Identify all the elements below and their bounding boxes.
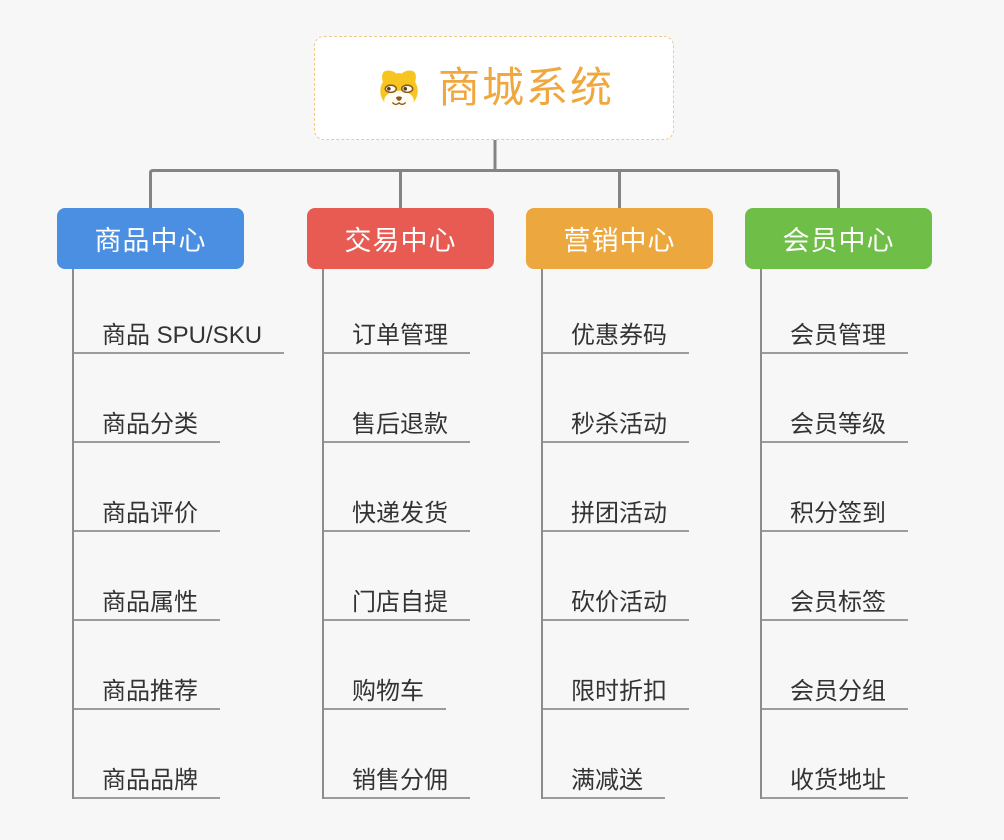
list-item[interactable]: 销售分佣 [324, 761, 470, 799]
branch-header-member-center[interactable]: 会员中心 [745, 208, 932, 269]
branch-header-product-center[interactable]: 商品中心 [57, 208, 244, 269]
list-item[interactable]: 拼团活动 [543, 494, 689, 532]
list-item[interactable]: 快递发货 [324, 494, 470, 532]
list-item[interactable]: 售后退款 [324, 405, 470, 443]
list-item[interactable]: 砍价活动 [543, 583, 689, 621]
branch-label: 交易中心 [344, 226, 457, 256]
list-item[interactable]: 商品品牌 [74, 761, 220, 799]
branch-product-center: 商品中心 商品 SPU/SKU 商品分类 商品评价 商品属性 商品推荐 商品品牌 [57, 208, 285, 799]
list-item[interactable]: 门店自提 [324, 583, 470, 621]
list-item[interactable]: 秒杀活动 [543, 405, 689, 443]
branch-label: 商品中心 [94, 226, 207, 256]
branch-items-marketing-center: 优惠券码 秒杀活动 拼团活动 砍价活动 限时折扣 满减送 [541, 269, 715, 799]
list-item[interactable]: 优惠券码 [543, 316, 689, 354]
branch-header-trade-center[interactable]: 交易中心 [307, 208, 494, 269]
list-item[interactable]: 收货地址 [762, 761, 908, 799]
branch-label: 会员中心 [782, 226, 895, 256]
list-item[interactable]: 商品评价 [74, 494, 220, 532]
root-node[interactable]: 商城系统 [314, 36, 674, 140]
list-item[interactable]: 商品推荐 [74, 672, 220, 710]
dog-icon [380, 70, 418, 111]
branch-member-center: 会员中心 会员管理 会员等级 积分签到 会员标签 会员分组 收货地址 [745, 208, 932, 799]
branch-trade-center: 交易中心 订单管理 售后退款 快递发货 门店自提 购物车 销售分佣 [307, 208, 494, 799]
branch-items-product-center: 商品 SPU/SKU 商品分类 商品评价 商品属性 商品推荐 商品品牌 [72, 269, 285, 799]
list-item[interactable]: 会员标签 [762, 583, 908, 621]
list-item[interactable]: 商品属性 [74, 583, 220, 621]
list-item[interactable]: 商品分类 [74, 405, 220, 443]
list-item[interactable]: 会员管理 [762, 316, 908, 354]
list-item[interactable]: 会员分组 [762, 672, 908, 710]
branch-items-trade-center: 订单管理 售后退款 快递发货 门店自提 购物车 销售分佣 [322, 269, 496, 799]
list-item[interactable]: 商品 SPU/SKU [74, 316, 285, 354]
branch-items-member-center: 会员管理 会员等级 积分签到 会员标签 会员分组 收货地址 [760, 269, 934, 799]
list-item[interactable]: 满减送 [543, 761, 665, 799]
root-title: 商城系统 [437, 64, 614, 111]
list-item[interactable]: 会员等级 [762, 405, 908, 443]
list-item[interactable]: 限时折扣 [543, 672, 689, 710]
branch-label: 营销中心 [563, 226, 676, 256]
connector-path [149, 140, 840, 209]
branch-marketing-center: 营销中心 优惠券码 秒杀活动 拼团活动 砍价活动 限时折扣 满减送 [526, 208, 713, 799]
list-item[interactable]: 积分签到 [762, 494, 908, 532]
branch-header-marketing-center[interactable]: 营销中心 [526, 208, 713, 269]
list-item[interactable]: 订单管理 [324, 316, 470, 354]
list-item[interactable]: 购物车 [324, 672, 446, 710]
